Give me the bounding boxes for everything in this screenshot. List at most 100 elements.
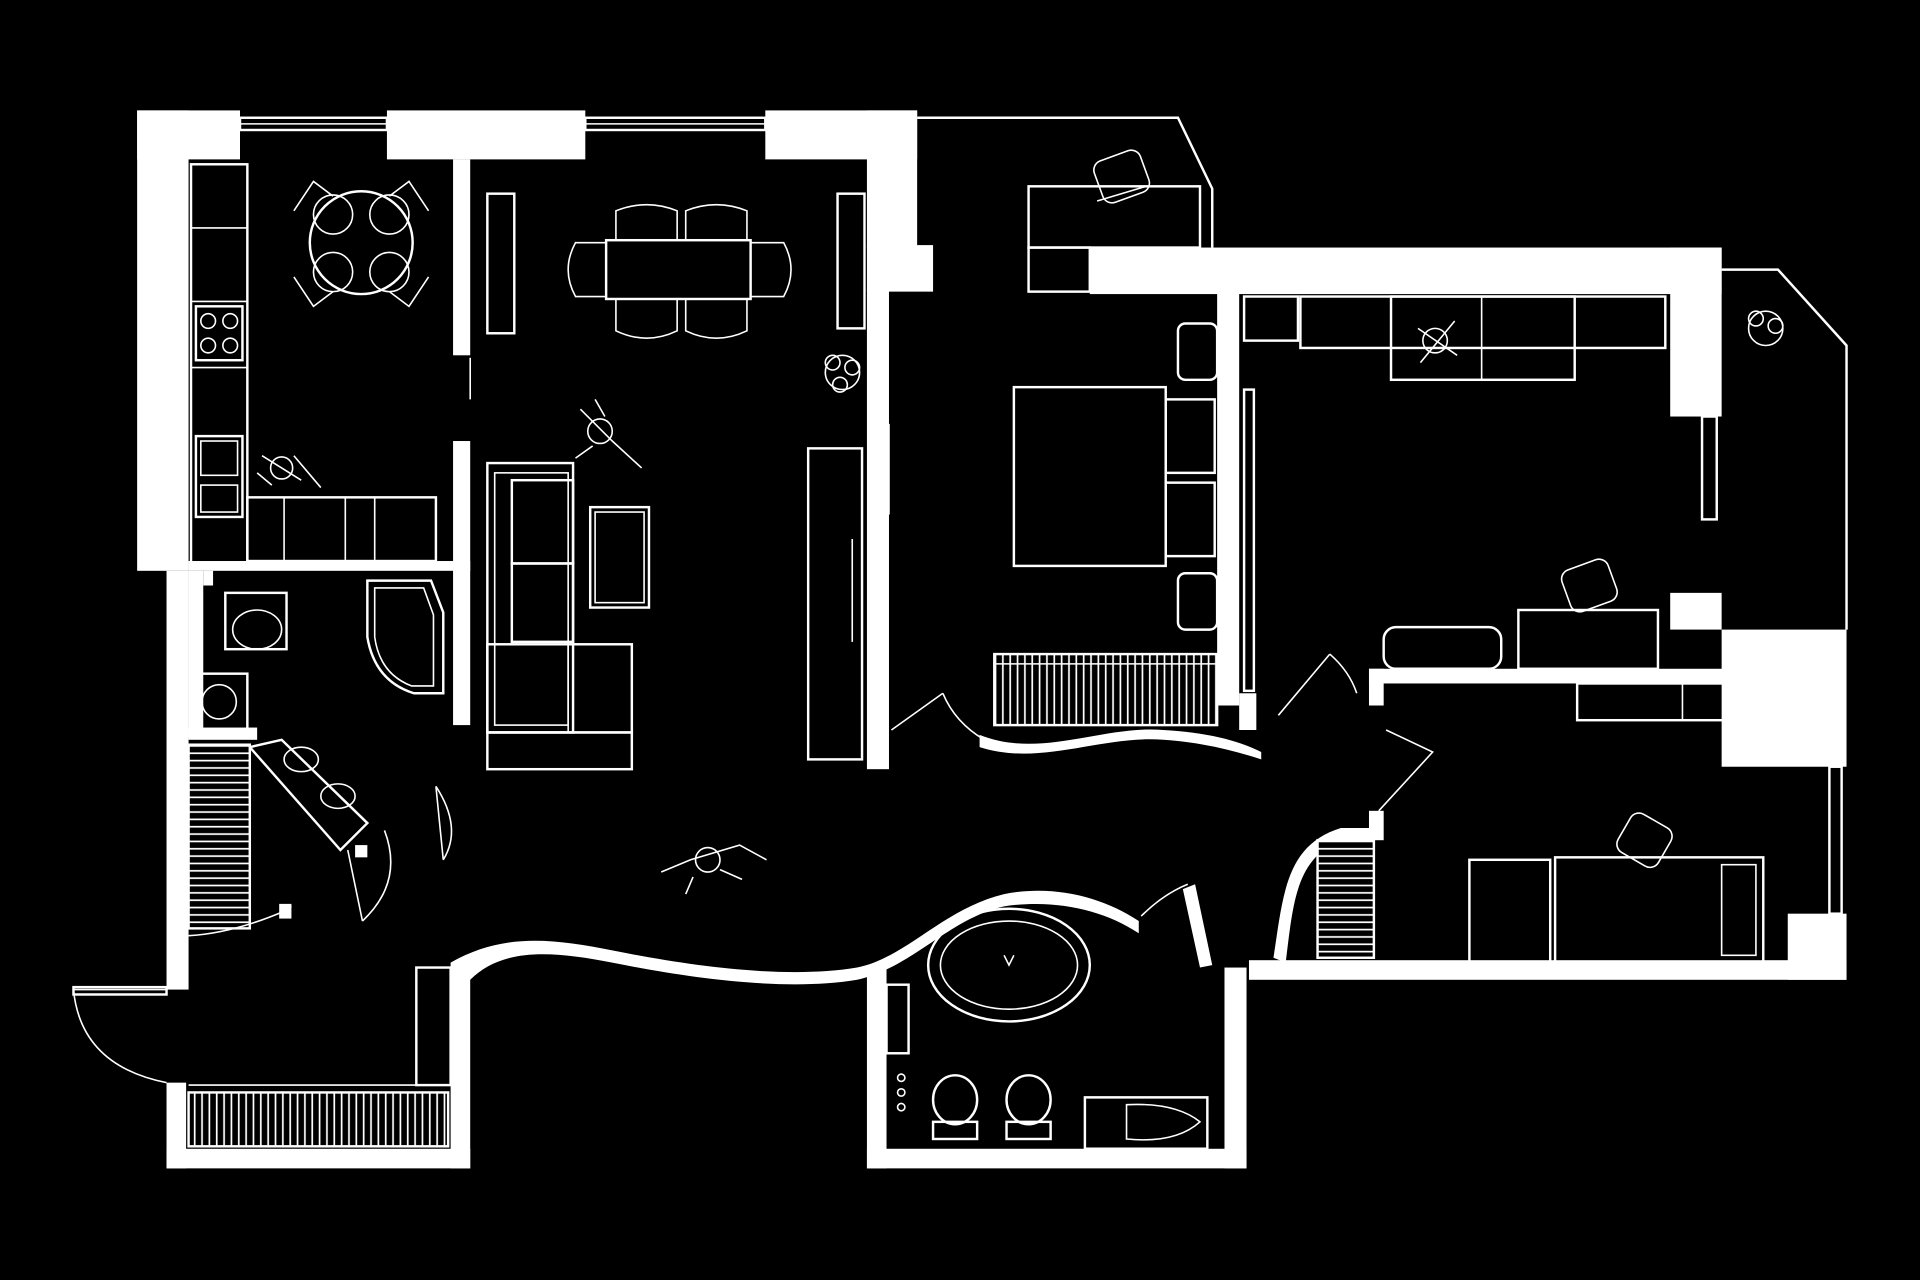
bathroom — [885, 883, 1209, 1150]
windows — [238, 116, 1848, 915]
curved-wall — [1273, 827, 1372, 963]
desk — [1389, 295, 1576, 382]
cabinet — [486, 192, 516, 335]
wall-segment — [1670, 247, 1722, 417]
curved-wall — [450, 890, 1139, 985]
wc-room — [187, 579, 453, 937]
wall-segment — [1368, 810, 1384, 841]
door-swing — [890, 692, 985, 741]
dining-chair — [567, 203, 792, 339]
entrance-door — [72, 988, 167, 1084]
office-chair — [1093, 149, 1151, 204]
cooktop — [194, 305, 244, 362]
door-swing — [1378, 729, 1434, 812]
walls — [137, 110, 1847, 1169]
wall-segment — [1089, 247, 1722, 295]
bidet — [1005, 1074, 1052, 1141]
door-swing — [1277, 653, 1358, 716]
wall-segment — [866, 289, 889, 770]
bedroom-1 — [888, 149, 1219, 741]
wall-segment — [1182, 884, 1213, 968]
kitchen-sink — [194, 434, 244, 519]
wall-segment — [1239, 693, 1257, 730]
office-chair — [1616, 812, 1673, 869]
nightstand — [1176, 322, 1219, 382]
round-dining-table — [293, 180, 430, 308]
wardrobe — [993, 652, 1219, 727]
radiator — [187, 743, 252, 930]
wall-segment — [166, 1082, 187, 1169]
kitchen-counter — [189, 163, 249, 565]
wall-segment — [453, 441, 471, 726]
bedroom-3 — [1316, 682, 1787, 964]
wall-segment — [1368, 668, 1796, 684]
cabinet — [1575, 682, 1787, 722]
wardrobe — [415, 966, 452, 1087]
curved-wall — [979, 729, 1262, 760]
person-figure — [256, 455, 322, 489]
door-swing — [435, 785, 453, 861]
plant-icon — [1747, 310, 1784, 347]
tv-cabinet — [806, 447, 864, 761]
wall-segment — [453, 159, 471, 356]
window — [1700, 415, 1718, 521]
wall-segment — [866, 110, 918, 248]
wall-segment — [450, 962, 471, 1169]
wall-segment — [866, 1148, 1247, 1169]
wall-segment — [866, 967, 887, 1169]
toilet — [931, 1074, 979, 1141]
wall-segment — [1670, 592, 1722, 630]
sink-counter — [247, 738, 370, 852]
wall-segment — [188, 561, 471, 571]
door-swing — [346, 830, 392, 922]
wall-segment — [166, 570, 189, 990]
office-chair — [1560, 558, 1618, 613]
plant-icon — [824, 354, 861, 393]
wall-segment — [866, 245, 934, 292]
window — [1828, 765, 1843, 915]
wardrobe — [1299, 295, 1667, 350]
door-swing — [1140, 883, 1189, 917]
person-figure — [1417, 320, 1458, 364]
person-figure — [575, 398, 643, 469]
cabinet — [1027, 246, 1092, 293]
desk — [1517, 608, 1660, 670]
dining-table — [604, 238, 752, 301]
balcony-outline — [917, 116, 1214, 248]
wardrobe — [1316, 838, 1376, 959]
washing-machine — [189, 672, 249, 732]
cabinet — [1242, 295, 1300, 342]
entrance-hall — [72, 844, 767, 1148]
kitchen — [189, 163, 438, 565]
person-figure — [660, 844, 767, 895]
wall-segment — [137, 110, 189, 571]
shower — [366, 579, 445, 695]
bathtub — [926, 907, 1092, 1023]
shoe-rack — [187, 1091, 450, 1148]
bedroom-2 — [1242, 295, 1784, 716]
balcony-outline — [1721, 268, 1848, 630]
wall-segment — [1217, 289, 1240, 706]
cabinet — [836, 192, 866, 330]
wall-segment — [1368, 668, 1384, 706]
bed — [1553, 856, 1765, 964]
sofa — [486, 461, 634, 771]
sofa-bed — [1382, 625, 1503, 670]
coffee-table — [588, 505, 651, 609]
kitchen-counter — [246, 496, 438, 563]
desk — [1027, 185, 1202, 249]
living-room — [469, 192, 866, 771]
wall-segment — [1224, 967, 1247, 1169]
sliding-door — [1242, 388, 1256, 693]
shelf — [885, 983, 910, 1055]
wall-segment — [386, 110, 586, 160]
wall-segment — [1248, 960, 1847, 980]
nightstand — [1176, 572, 1219, 631]
wall-segment — [203, 570, 214, 586]
washbasin-counter — [1083, 1096, 1209, 1150]
double-bed — [1012, 322, 1219, 631]
wall-segment — [166, 1148, 471, 1169]
cabinet — [1468, 858, 1552, 964]
